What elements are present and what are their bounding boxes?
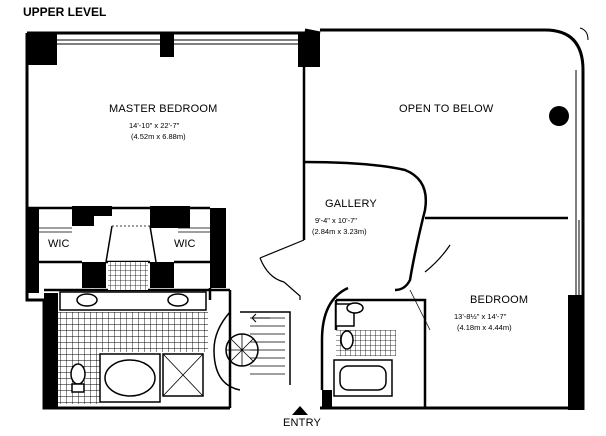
room-label-bedroom: BEDROOM <box>470 294 529 306</box>
room-label-wic-right: WIC <box>174 238 196 250</box>
vestibule-tile-floor <box>108 262 148 290</box>
dim-imperial-master-bedroom: 14'-10" x 22'-7" <box>129 121 180 130</box>
room-label-open-to-below: OPEN TO BELOW <box>399 103 494 115</box>
room-label-gallery: GALLERY <box>325 198 377 210</box>
bath2-fixtures <box>333 302 393 397</box>
windows <box>57 39 584 300</box>
doors <box>259 239 451 331</box>
dim-metric-bedroom: (4.18m x 4.44m) <box>457 323 512 332</box>
closet-shelving <box>39 225 210 263</box>
dim-imperial-gallery: 9'-4" x 10'-7" <box>315 216 357 225</box>
room-label-wic-left: WIC <box>48 238 70 250</box>
room-label-master-bedroom: MASTER BEDROOM <box>109 103 218 115</box>
plan-title: UPPER LEVEL <box>23 5 107 19</box>
dim-metric-gallery: (2.84m x 3.23m) <box>312 227 367 236</box>
wall-columns <box>27 33 582 410</box>
entry-label: ENTRY <box>283 417 322 429</box>
bath-fixtures <box>59 291 207 403</box>
spiral-staircase <box>213 311 291 391</box>
dim-metric-master-bedroom: (4.52m x 6.88m) <box>131 132 186 141</box>
entry-arrow-icon <box>292 406 308 415</box>
dim-imperial-bedroom: 13'-8½" x 14'-7" <box>454 312 507 321</box>
bath-tile-floor <box>58 312 208 352</box>
